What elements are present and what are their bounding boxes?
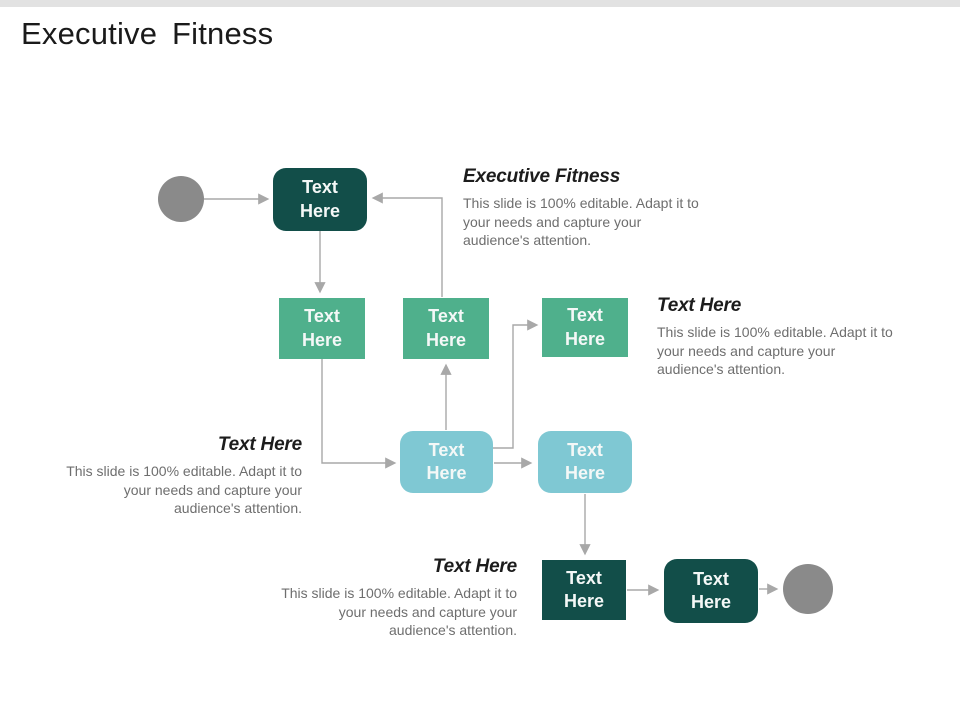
flow-node-3-label: Text Here — [425, 306, 467, 350]
flow-node-3[interactable]: Text Here — [403, 298, 489, 359]
annotation-text-here-right-heading: Text Here — [657, 295, 742, 316]
connector-node2-to-node5 — [321, 359, 397, 469]
annotation-text-here-bottom: Text Here This slide is 100% editable. A… — [277, 556, 517, 640]
flow-node-4-label: Text Here — [564, 305, 606, 349]
annotation-text-here-left-body: This slide is 100% editable. Adapt it to… — [66, 463, 302, 517]
flow-node-7-label: Text Here — [563, 567, 605, 611]
annotation-executive-fitness-heading: Executive Fitness — [463, 166, 621, 187]
annotation-text-here-left: Text Here This slide is 100% editable. A… — [62, 434, 302, 518]
annotation-text-here-bottom-heading: Text Here — [432, 556, 517, 577]
annotation-text-here-right: Text Here This slide is 100% editable. A… — [657, 295, 897, 379]
flow-node-6[interactable]: Text Here — [538, 431, 632, 493]
annotation-executive-fitness-body: This slide is 100% editable. Adapt it to… — [463, 195, 699, 249]
flow-node-8-label: Text Here — [690, 568, 732, 612]
connector-node3-to-node1-feedback — [371, 192, 443, 297]
annotation-text-here-right-body: This slide is 100% editable. Adapt it to… — [657, 324, 893, 378]
flow-node-4[interactable]: Text Here — [542, 298, 628, 357]
flow-node-6-label: Text Here — [564, 439, 606, 483]
start-terminator-circle[interactable] — [158, 176, 204, 222]
flow-node-2-label: Text Here — [301, 306, 343, 350]
flow-node-1-label: Text Here — [299, 177, 341, 221]
flow-node-5-label: Text Here — [426, 439, 467, 483]
slide-title: Executive Fitness — [21, 16, 274, 51]
flow-node-1[interactable]: Text Here — [273, 168, 367, 231]
flow-node-2[interactable]: Text Here — [279, 298, 365, 359]
flow-node-5[interactable]: Text Here — [400, 431, 493, 493]
end-terminator-circle[interactable] — [783, 564, 833, 614]
annotation-text-here-bottom-body: This slide is 100% editable. Adapt it to… — [281, 585, 517, 639]
connector-node5-to-node4 — [493, 319, 539, 449]
flow-node-7[interactable]: Text Here — [542, 560, 626, 620]
annotation-text-here-left-heading: Text Here — [217, 434, 302, 455]
annotation-executive-fitness: Executive Fitness This slide is 100% edi… — [463, 166, 703, 250]
top-accent-bar — [0, 0, 960, 7]
flow-node-8[interactable]: Text Here — [664, 559, 758, 623]
